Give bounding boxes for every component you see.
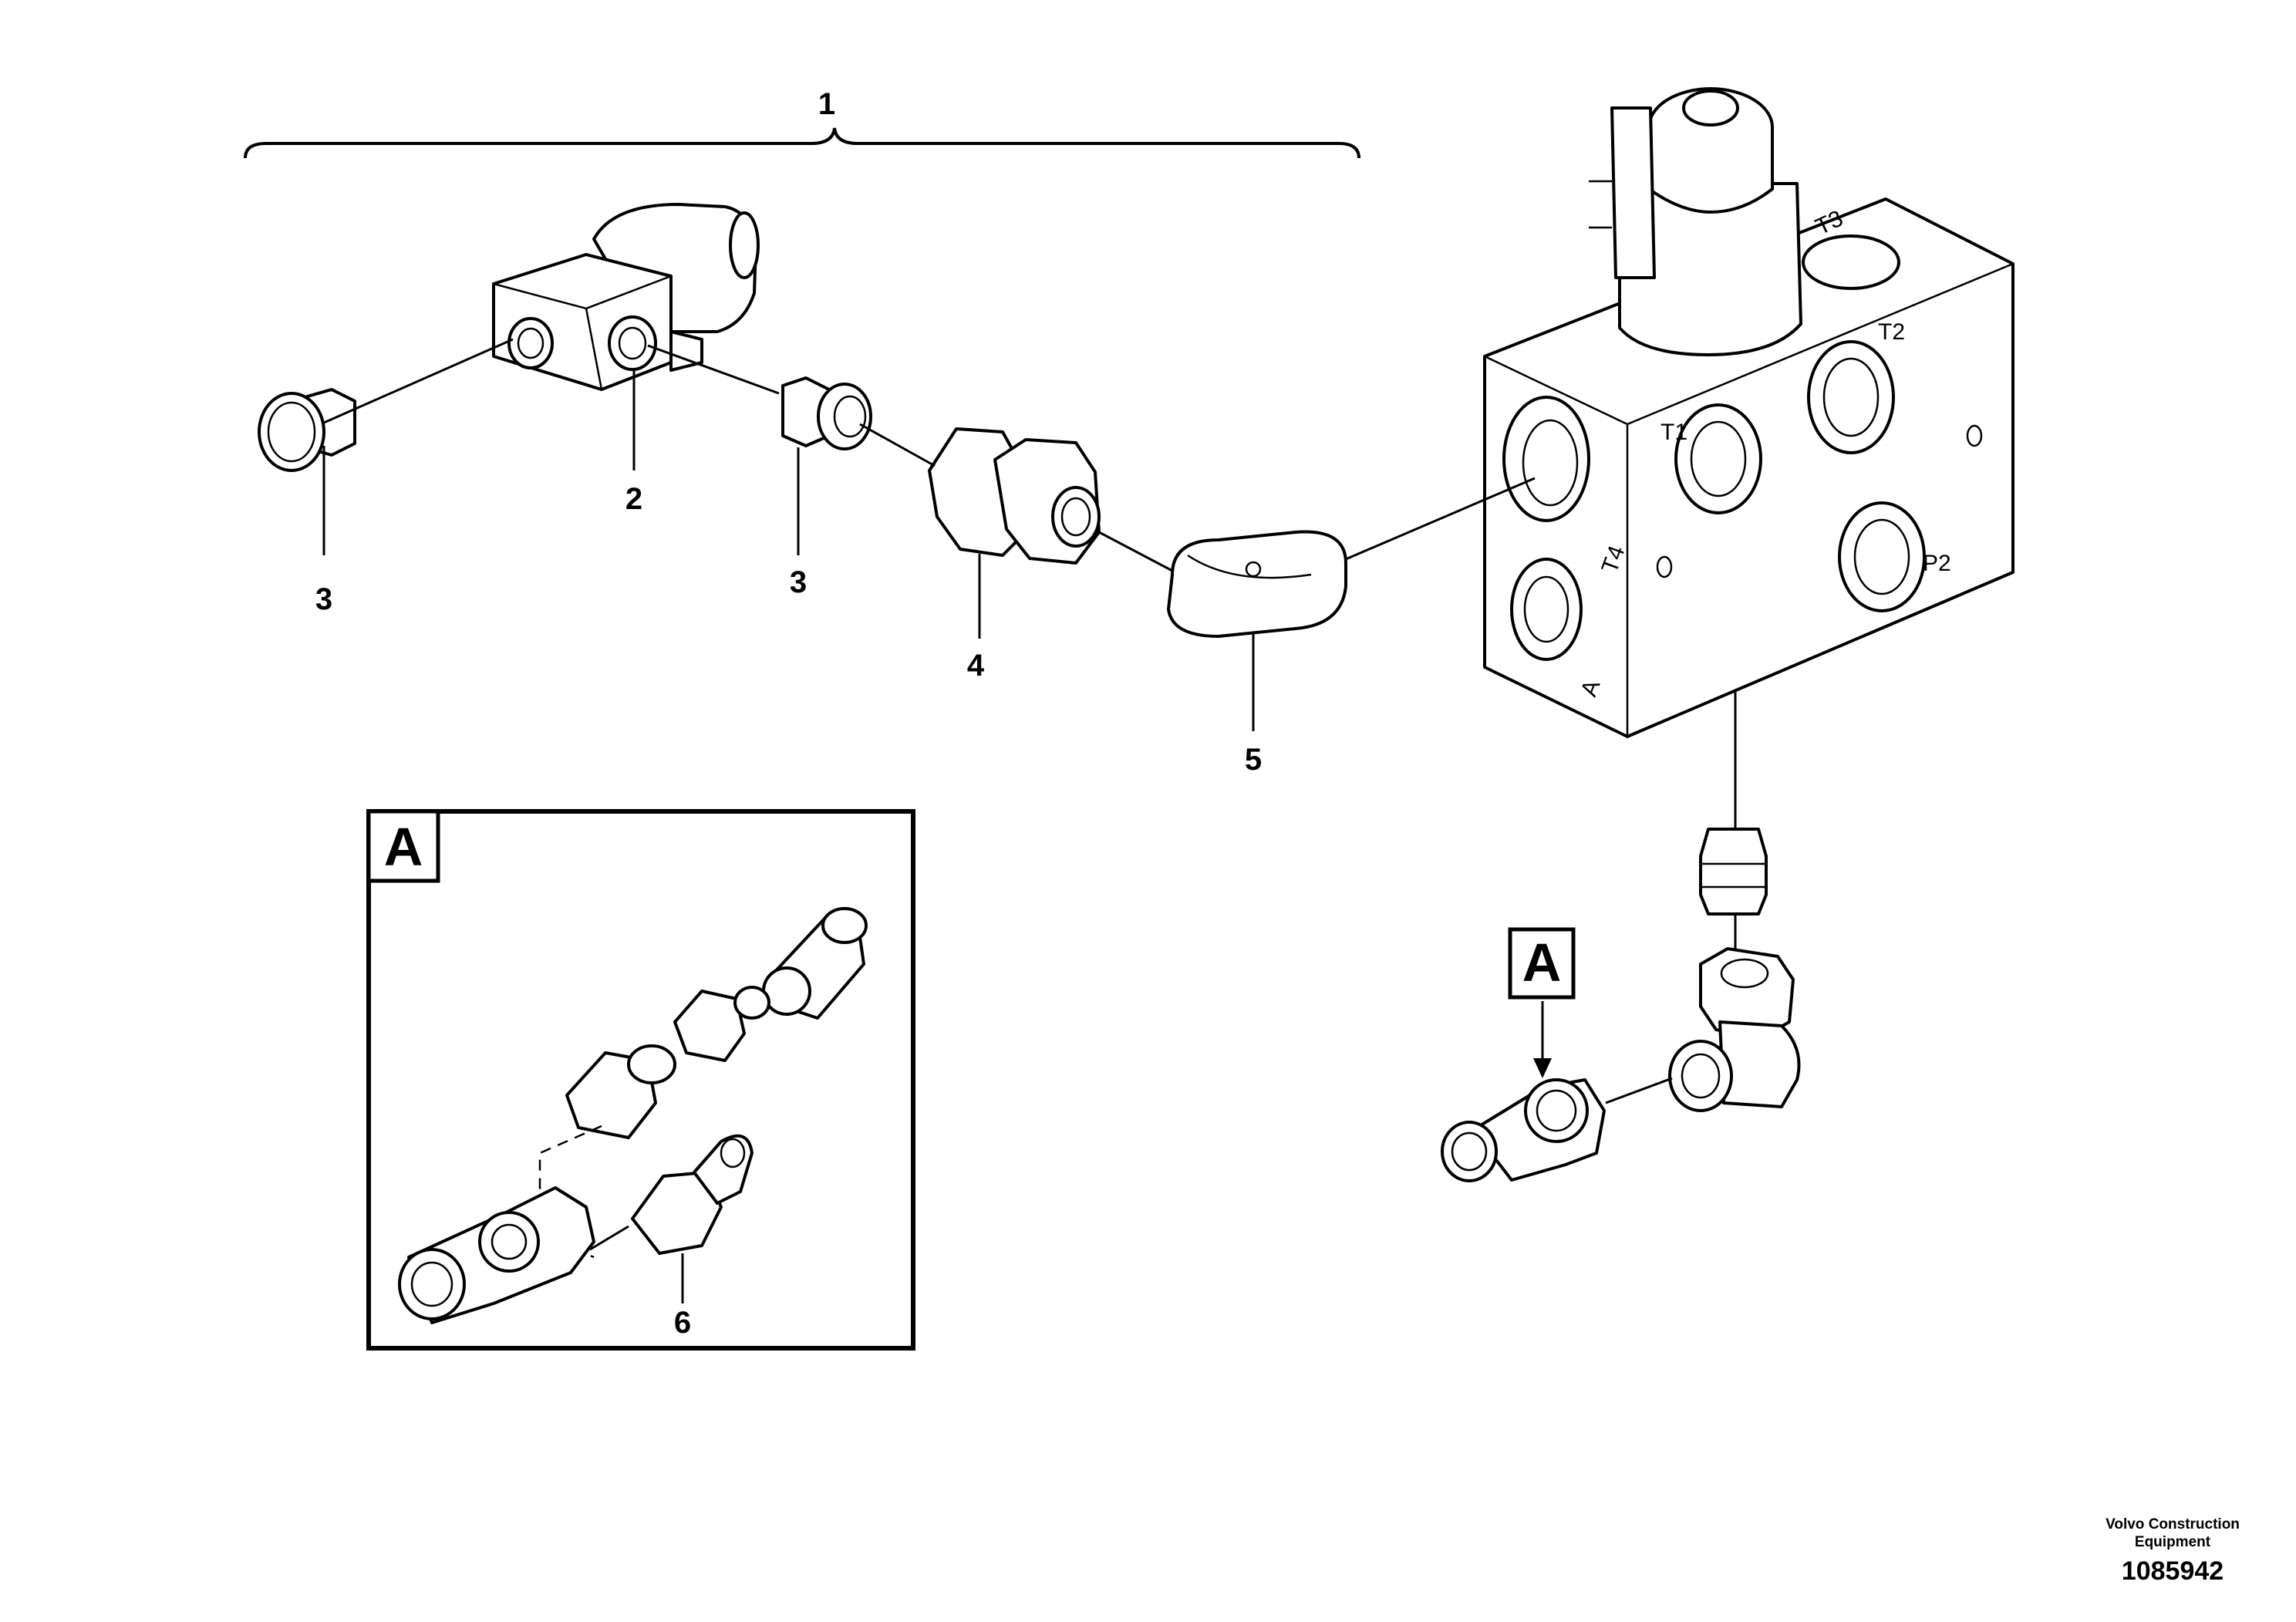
callout-6: 6: [674, 1306, 691, 1340]
callout-4: 4: [967, 649, 985, 683]
callout-3-left: 3: [315, 582, 332, 616]
port-label-p2: P2: [1923, 551, 1951, 576]
callout-5: 5: [1245, 743, 1262, 777]
detail-a-marker: [1508, 927, 1576, 1000]
detail-a-marker-letter: A: [1522, 932, 1562, 993]
detail-a-box-letter: A: [384, 817, 423, 877]
port-label-t1: T1: [1660, 420, 1687, 445]
brand-name-line2: Equipment: [2134, 1534, 2211, 1550]
callout-1: 1: [818, 87, 835, 121]
union-adapter-part: [928, 427, 1101, 565]
brand-name-line1: Volvo Construction: [2106, 1516, 2240, 1533]
elbow-fitting-part: [1167, 530, 1347, 638]
leader-lines: [322, 338, 1737, 1104]
detail-a-view: A: [366, 809, 915, 1351]
plug-fitting-right: [781, 376, 872, 450]
callout-3-right: 3: [790, 565, 807, 599]
valve-block-part: [1483, 87, 2014, 738]
document-number: 1085942: [2121, 1556, 2224, 1586]
lower-fittings-assembly: [1441, 828, 1801, 1182]
port-label-t2: T2: [1878, 319, 1905, 345]
plug-fitting-left: [258, 388, 356, 472]
solenoid-valve-part: [492, 203, 760, 391]
assembly-brace: [244, 127, 1360, 159]
callout-2: 2: [625, 482, 642, 516]
